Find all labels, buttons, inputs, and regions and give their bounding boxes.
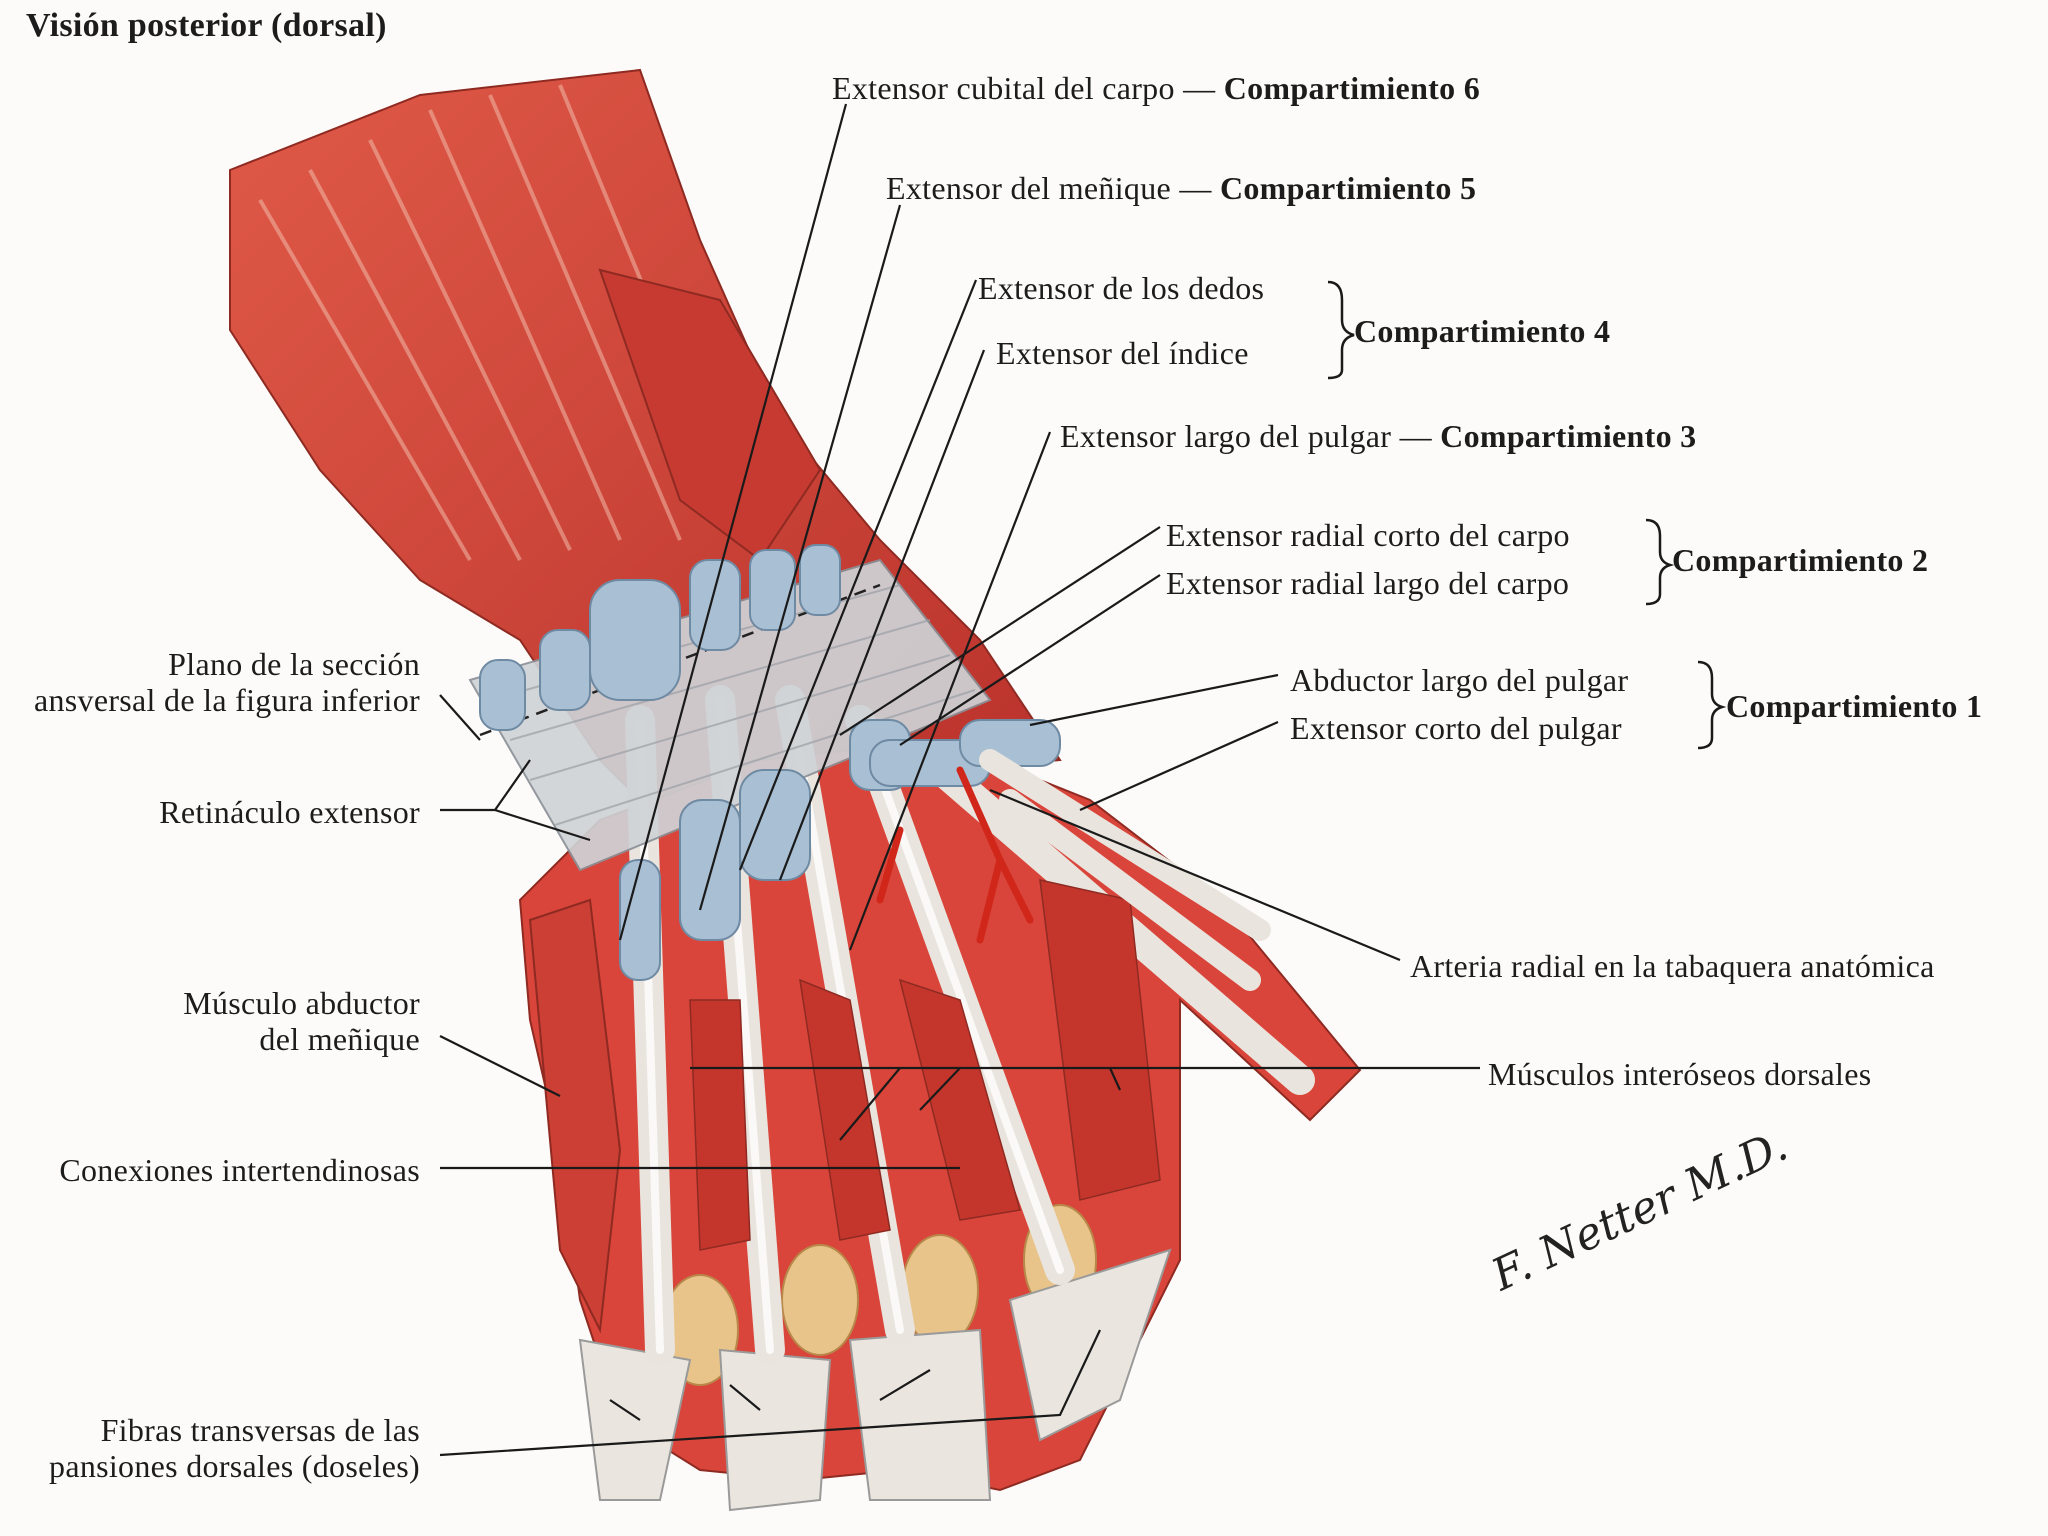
dash-5: — <box>1171 170 1220 206</box>
label-radial-artery: Arteria radial en la tabaquera anatómica <box>1410 948 1935 984</box>
label-transverse-fibers-line2: pansiones dorsales (doseles) <box>49 1448 420 1484</box>
label-compartment-3: Compartimiento 3 <box>1440 418 1697 454</box>
label-extensor-largo-pulgar-text: Extensor largo del pulgar <box>1060 418 1392 454</box>
label-extensor-corto: Extensor corto del pulgar <box>1290 710 1622 746</box>
abductor-digiti-minimi <box>528 898 622 1334</box>
label-transverse-fibers-line1: Fibras transversas de las <box>100 1412 420 1448</box>
dorsal-expansions <box>578 1248 1172 1512</box>
label-interossei: Músculos interóseos dorsales <box>1488 1056 1872 1092</box>
label-radial-largo: Extensor radial largo del carpo <box>1166 565 1570 601</box>
label-radial-corto: Extensor radial corto del carpo <box>1166 517 1570 553</box>
dash-3: — <box>1391 418 1441 454</box>
radial-artery <box>876 766 1034 944</box>
label-extensor-dedos: Extensor de los dedos <box>978 270 1265 306</box>
dash-6: — <box>1174 70 1224 106</box>
section-plane-line <box>479 583 881 737</box>
label-extensor-largo-pulgar: Extensor largo del pulgar — Compartimien… <box>1060 418 1697 454</box>
label-extensor-cubital-text: Extensor cubital del carpo <box>832 70 1175 106</box>
leader-lines <box>439 103 1480 1457</box>
label-extensor-menique: Extensor del meñique — Compartimiento 5 <box>886 170 1476 206</box>
label-section-plane-line1: Plano de la sección <box>168 646 420 682</box>
label-compartment-2: Compartimiento 2 <box>1672 542 1929 578</box>
extensor-retinaculum <box>468 558 992 872</box>
label-compartment-6: Compartimiento 6 <box>1223 70 1481 106</box>
page-title: Visión posterior (dorsal) <box>26 7 387 44</box>
label-connections: Conexiones intertendinosas <box>59 1152 420 1188</box>
thumb-muscle <box>598 268 822 562</box>
interossei-muscles <box>689 879 1161 1251</box>
label-abductor-largo: Abductor largo del pulgar <box>1290 662 1629 698</box>
label-abductor-menique-line2: del meñique <box>259 1021 420 1057</box>
label-extensor-cubital: Extensor cubital del carpo — Compartimie… <box>832 70 1480 106</box>
label-retinaculum: Retináculo extensor <box>159 794 420 830</box>
label-abductor-menique-line1: Músculo abductor <box>183 985 420 1021</box>
muscle-fiber-lines <box>258 84 742 562</box>
label-transverse-fibers: Fibras transversas de las pansiones dors… <box>49 1412 420 1484</box>
label-extensor-indice: Extensor del índice <box>996 335 1249 371</box>
label-compartment-1: Compartimiento 1 <box>1726 688 1983 724</box>
label-section-plane-line2: ansversal de la figura inferior <box>33 682 420 718</box>
label-compartment-4: Compartimiento 4 <box>1354 313 1611 349</box>
label-extensor-menique-text: Extensor del meñique <box>886 170 1172 206</box>
compartment-braces <box>1327 280 1727 750</box>
label-section-plane: Plano de la sección ansversal de la figu… <box>34 646 420 718</box>
label-abductor-menique: Músculo abductor del meñique <box>183 985 420 1057</box>
label-compartment-5: Compartimiento 5 <box>1219 170 1477 206</box>
